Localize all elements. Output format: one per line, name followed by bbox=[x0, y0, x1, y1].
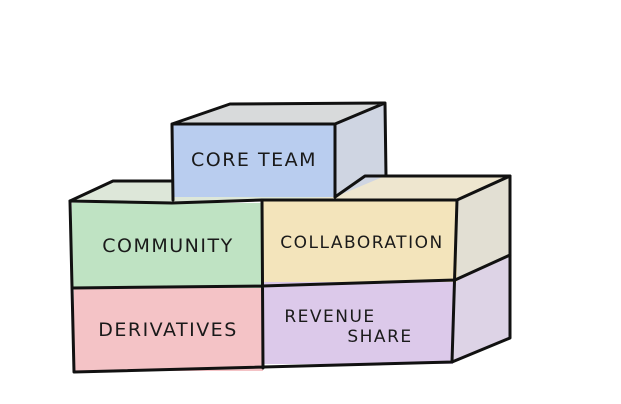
block-derivatives bbox=[74, 288, 263, 371]
derivatives-label: DERIVATIVES bbox=[98, 319, 238, 341]
collaboration-label: COLLABORATION bbox=[280, 233, 443, 253]
lower-stack-right-face-lower bbox=[452, 255, 510, 362]
community-label: COMMUNITY bbox=[102, 235, 233, 257]
lower-stack-top-right bbox=[262, 176, 510, 200]
revenue-label: REVENUE bbox=[284, 307, 375, 327]
block-collaboration bbox=[262, 200, 457, 282]
lower-stack-top-outline bbox=[68, 174, 512, 205]
block-community bbox=[72, 203, 262, 288]
core-team-outline bbox=[170, 101, 388, 202]
lower-stack-side-outline bbox=[450, 174, 512, 364]
core-team-right-face bbox=[335, 103, 385, 197]
core-team-label: CORE TEAM bbox=[191, 149, 317, 171]
share-label: SHARE bbox=[347, 327, 412, 347]
block-revenue-share bbox=[263, 282, 453, 364]
core-team-top-face bbox=[172, 103, 385, 124]
block-core-team bbox=[172, 124, 335, 197]
